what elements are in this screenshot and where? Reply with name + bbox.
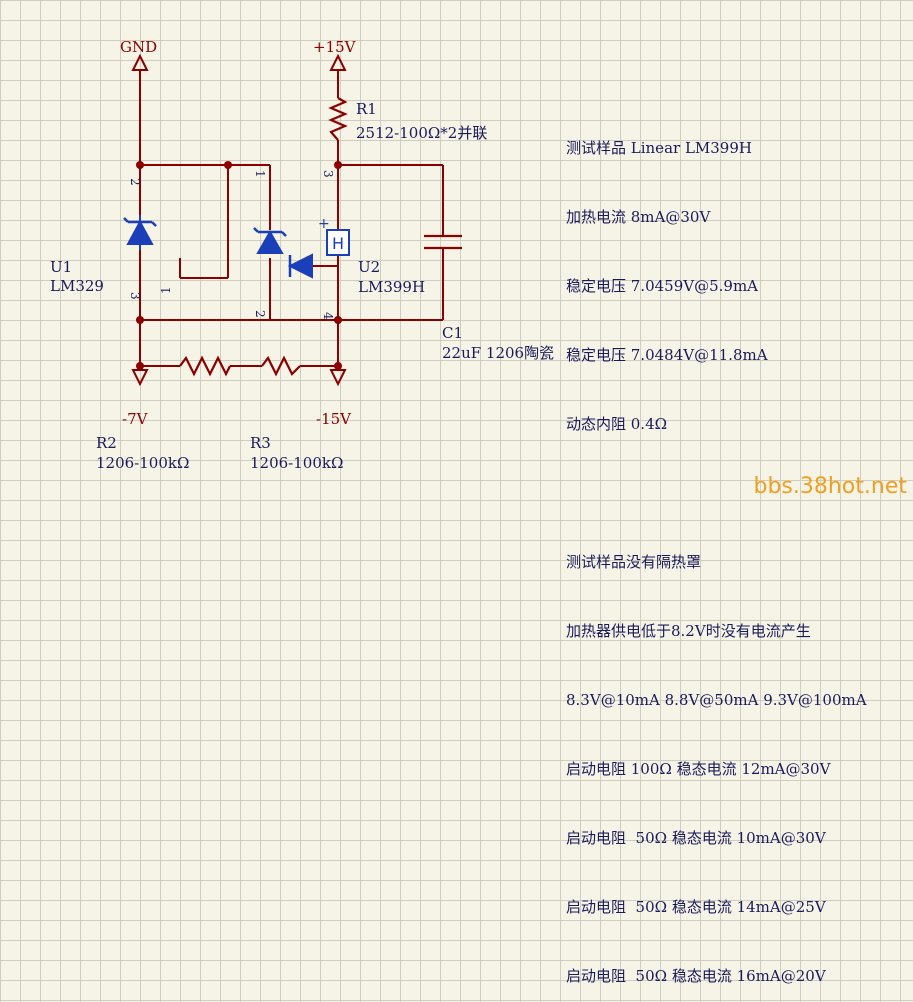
u1-value: LM329 [50, 277, 104, 295]
u2-pin-1: 1 [253, 170, 267, 178]
u2-heater-box: H + [318, 216, 350, 256]
u1-ref: U1 [50, 258, 72, 276]
note-line: 启动电阻 50Ω 稳态电流 10mA@30V [566, 829, 826, 847]
junction-nodes [136, 161, 342, 370]
u2-pin-2: 2 [253, 310, 267, 318]
u2-ref: U2 [358, 258, 380, 276]
r1-ref: R1 [356, 100, 377, 118]
schematic-diagram: GND +15V -7V -15V R1 2512-100Ω*2并联 R2 12… [50, 38, 554, 472]
r3-ref: R3 [250, 434, 271, 452]
heater-plus-label: + [318, 216, 330, 232]
gnd-label: GND [120, 38, 157, 56]
site-watermark: bbs.38hot.net [753, 474, 907, 499]
note-line: 加热电流 8mA@30V [566, 208, 711, 226]
junction-node [334, 316, 342, 324]
note-line: 测试样品没有隔热罩 [566, 553, 702, 571]
plus15v-label: +15V [313, 38, 357, 56]
minus7v-port: -7V [122, 369, 149, 428]
note-line: 测试样品 Linear LM399H [566, 139, 752, 157]
test-notes: 测试样品 Linear LM399H 加热电流 8mA@30V 稳定电压 7.0… [566, 91, 867, 1002]
u2-value: LM399H [358, 278, 425, 296]
junction-node [334, 362, 342, 370]
note-line: 8.3V@10mA 8.8V@50mA 9.3V@100mA [566, 691, 867, 709]
minus7v-label: -7V [122, 410, 149, 428]
u2-heater-diode [287, 253, 313, 279]
r2-ref: R2 [96, 434, 117, 452]
note-line: 稳定电压 7.0459V@5.9mA [566, 277, 758, 295]
c1-ref: C1 [442, 324, 463, 342]
u2-pin-3: 3 [321, 170, 335, 178]
junction-node [334, 161, 342, 169]
wires [139, 70, 444, 370]
u2-pin-1b: 1 [159, 286, 173, 294]
r1-value: 2512-100Ω*2并联 [356, 124, 487, 142]
resistor-r2 [179, 355, 231, 377]
junction-node [224, 161, 232, 169]
u2-pin-4: 4 [321, 312, 335, 320]
c1-value: 22uF 1206陶瓷 [442, 344, 554, 362]
u1-pin-top: 2 [128, 178, 142, 186]
junction-node [136, 161, 144, 169]
r3-value: 1206-100kΩ [250, 454, 343, 472]
gnd-port: GND [120, 38, 157, 71]
minus15v-label: -15V [316, 410, 352, 428]
junction-node [136, 362, 144, 370]
note-line: 启动电阻 50Ω 稳态电流 16mA@20V [566, 967, 826, 985]
u1-pin-bottom: 3 [128, 292, 142, 300]
junction-node [136, 316, 144, 324]
note-line: 动态内阻 0.4Ω [566, 415, 668, 433]
note-line: 启动电阻 50Ω 稳态电流 14mA@25V [566, 898, 826, 916]
minus15v-port: -15V [316, 369, 352, 428]
r2-value: 1206-100kΩ [96, 454, 189, 472]
resistor-r3 [261, 355, 301, 377]
note-line: 稳定电压 7.0484V@11.8mA [566, 346, 768, 364]
heater-h-label: H [332, 234, 344, 253]
note-line: 加热器供电低于8.2V时没有电流产生 [566, 622, 811, 640]
note-line: 启动电阻 100Ω 稳态电流 12mA@30V [566, 760, 831, 778]
u1-zener-diode [123, 215, 157, 250]
u2-reference-zener [253, 227, 287, 254]
plus15v-port: +15V [313, 38, 357, 71]
resistor-r1: R1 2512-100Ω*2并联 [328, 97, 487, 142]
capacitor-c1 [424, 234, 462, 250]
